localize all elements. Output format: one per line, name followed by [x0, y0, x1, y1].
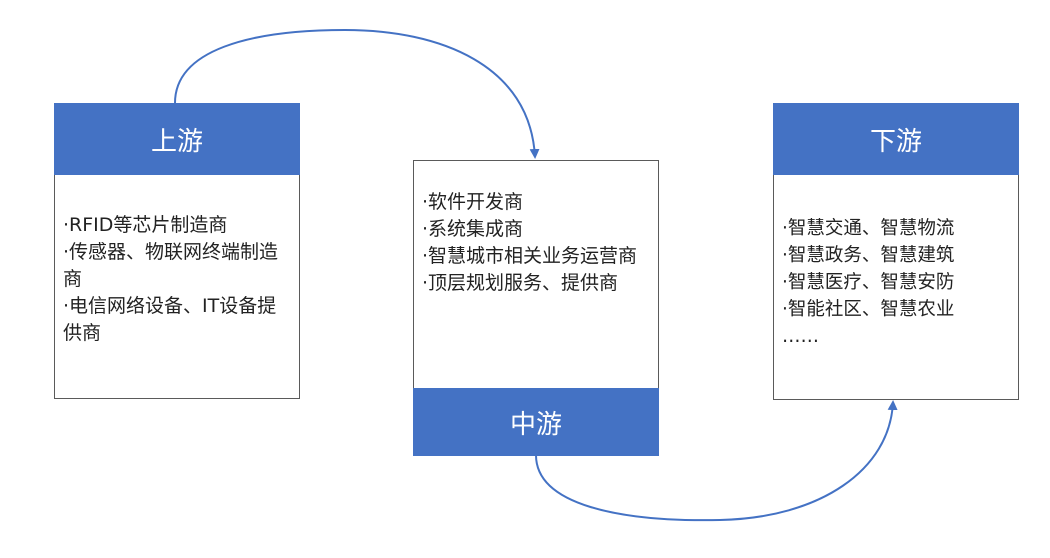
list-item: ·智慧交通、智慧物流 — [782, 218, 955, 239]
midstream-list: ·软件开发商 ·系统集成商 ·智慧城市相关业务运营商 ·顶层规划服务、提供商 — [422, 189, 654, 297]
upstream-header: 上游 — [54, 103, 300, 175]
downstream-list: ·智慧交通、智慧物流 ·智慧政务、智慧建筑 ·智慧医疗、智慧安防 ·智能社区、智… — [782, 215, 1016, 350]
downstream-box: 下游 ·智慧交通、智慧物流 ·智慧政务、智慧建筑 ·智慧医疗、智慧安防 ·智能社… — [773, 103, 1019, 400]
list-item: ·智慧医疗、智慧安防 — [782, 272, 955, 293]
list-item: ·系统集成商 — [422, 218, 524, 240]
list-item: ·电信网络设备、IT设备提供商 — [63, 295, 277, 344]
midstream-header: 中游 — [413, 388, 659, 456]
downstream-header: 下游 — [773, 103, 1019, 175]
list-item: …… — [782, 326, 819, 347]
connector-midstream-to-downstream — [535, 400, 898, 522]
upstream-box: 上游 ·RFID等芯片制造商 ·传感器、物联网终端制造商 ·电信网络设备、IT设… — [54, 103, 300, 399]
list-item: ·传感器、物联网终端制造商 — [63, 241, 279, 290]
list-item: ·智慧政务、智慧建筑 — [782, 245, 955, 266]
upstream-list: ·RFID等芯片制造商 ·传感器、物联网终端制造商 ·电信网络设备、IT设备提供… — [63, 212, 295, 347]
connector-upstream-to-midstream — [174, 28, 540, 159]
midstream-box: ·软件开发商 ·系统集成商 ·智慧城市相关业务运营商 ·顶层规划服务、提供商 中… — [413, 160, 659, 456]
list-item: ·顶层规划服务、提供商 — [422, 272, 619, 294]
list-item: ·RFID等芯片制造商 — [63, 214, 228, 236]
list-item: ·软件开发商 — [422, 191, 524, 213]
list-item: ·智慧城市相关业务运营商 — [422, 245, 638, 267]
list-item: ·智能社区、智慧农业 — [782, 299, 955, 320]
